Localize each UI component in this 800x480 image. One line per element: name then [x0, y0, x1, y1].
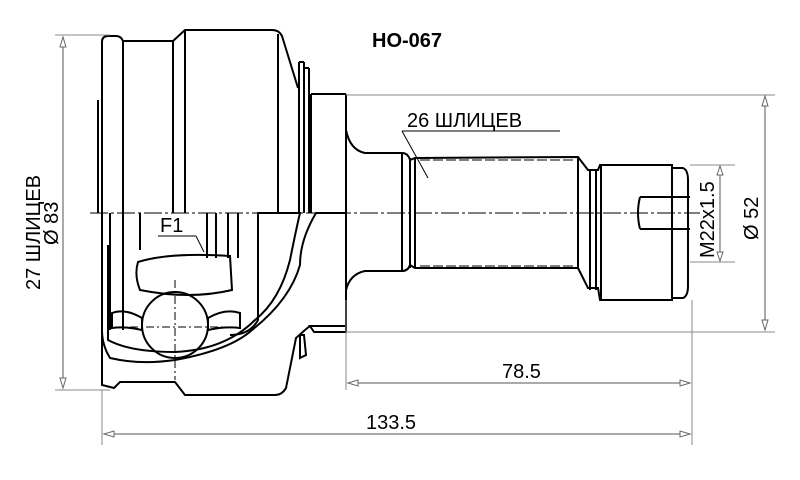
- dimension-total-length: [101, 390, 692, 445]
- dimension-shaft-diameter: [346, 94, 775, 333]
- dimension-thread: [690, 164, 735, 263]
- thread-label: M22x1.5: [697, 181, 719, 258]
- total-length-label: 133.5: [366, 412, 416, 434]
- part-number-title: HO-067: [372, 30, 442, 52]
- outer-diameter-label: Ø 83: [41, 202, 63, 245]
- shaft-diameter-label: Ø 52: [741, 197, 763, 240]
- housing-upper: [97, 29, 347, 213]
- housing-section: [101, 212, 347, 396]
- shaft-length-label: 78.5: [502, 361, 541, 383]
- outer-splines-label: 27 ШЛИЦЕВ: [23, 175, 45, 290]
- dimension-outer-diameter: [55, 34, 110, 391]
- section-label-f1: F1: [160, 215, 183, 237]
- dimension-shaft-length: [345, 300, 693, 445]
- shaft: [345, 129, 690, 301]
- shaft-splines-label: 26 ШЛИЦЕВ: [407, 110, 522, 132]
